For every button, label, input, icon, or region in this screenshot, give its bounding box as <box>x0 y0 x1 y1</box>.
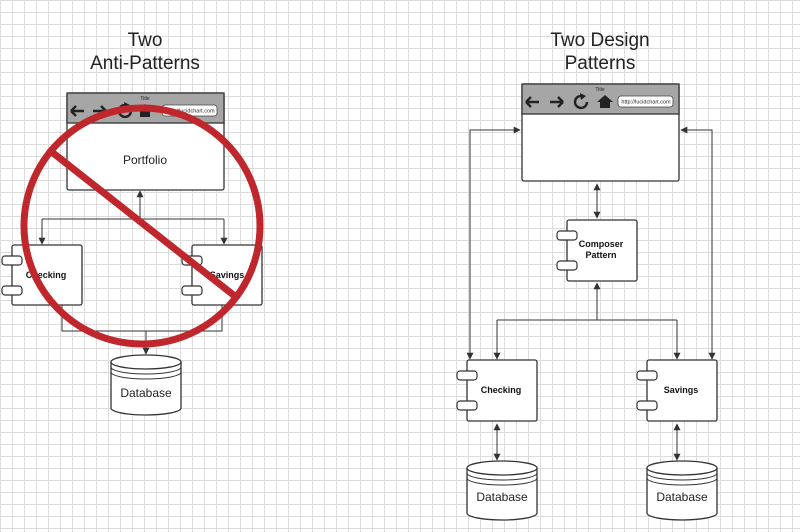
right-browser-window: Title http://lucidchart.com <box>521 83 680 182</box>
connector-browser-checking <box>466 126 521 360</box>
left-title-line2: Anti-Patterns <box>90 53 200 74</box>
left-database: Database <box>110 354 182 416</box>
left-savings-label: Savings <box>210 270 245 280</box>
right-checking-label: Checking <box>481 385 522 395</box>
right-database-savings: Database <box>646 460 718 521</box>
home-icon <box>597 95 613 108</box>
left-checking-component: Checking <box>1 244 83 306</box>
left-checking-label: Checking <box>26 270 67 280</box>
back-arrow-icon <box>525 96 539 108</box>
right-address-bar <box>617 95 674 108</box>
right-savings-label: Savings <box>664 385 699 395</box>
composer-component: Composer Pattern <box>556 219 638 282</box>
right-title-line2: Patterns <box>565 53 636 74</box>
connector-browser-savings <box>680 126 716 360</box>
reload-icon <box>573 93 589 110</box>
prohibition-icon <box>20 104 264 348</box>
forward-arrow-icon <box>550 96 564 108</box>
right-database-checking: Database <box>466 460 538 521</box>
right-title-line1: Two Design <box>550 30 649 51</box>
right-savings-component: Savings <box>636 359 718 422</box>
right-checking-component: Checking <box>456 359 538 422</box>
composer-label-line2: Pattern <box>585 250 616 260</box>
connector-components-to-db <box>61 305 223 332</box>
right-database-label-left: Database <box>476 490 528 504</box>
left-title-line1: Two <box>128 30 163 51</box>
left-address-url: http://lucidchart.com <box>165 109 215 115</box>
left-database-label: Database <box>120 386 172 400</box>
back-arrow-icon <box>70 105 84 117</box>
left-browser-title: Title <box>140 96 149 102</box>
right-database-label-right: Database <box>656 490 708 504</box>
right-browser-title: Title <box>595 87 604 93</box>
right-address-url: http://lucidchart.com <box>621 100 671 106</box>
composer-label-line1: Composer <box>579 239 624 249</box>
left-browser-content: Portfolio <box>123 153 167 167</box>
